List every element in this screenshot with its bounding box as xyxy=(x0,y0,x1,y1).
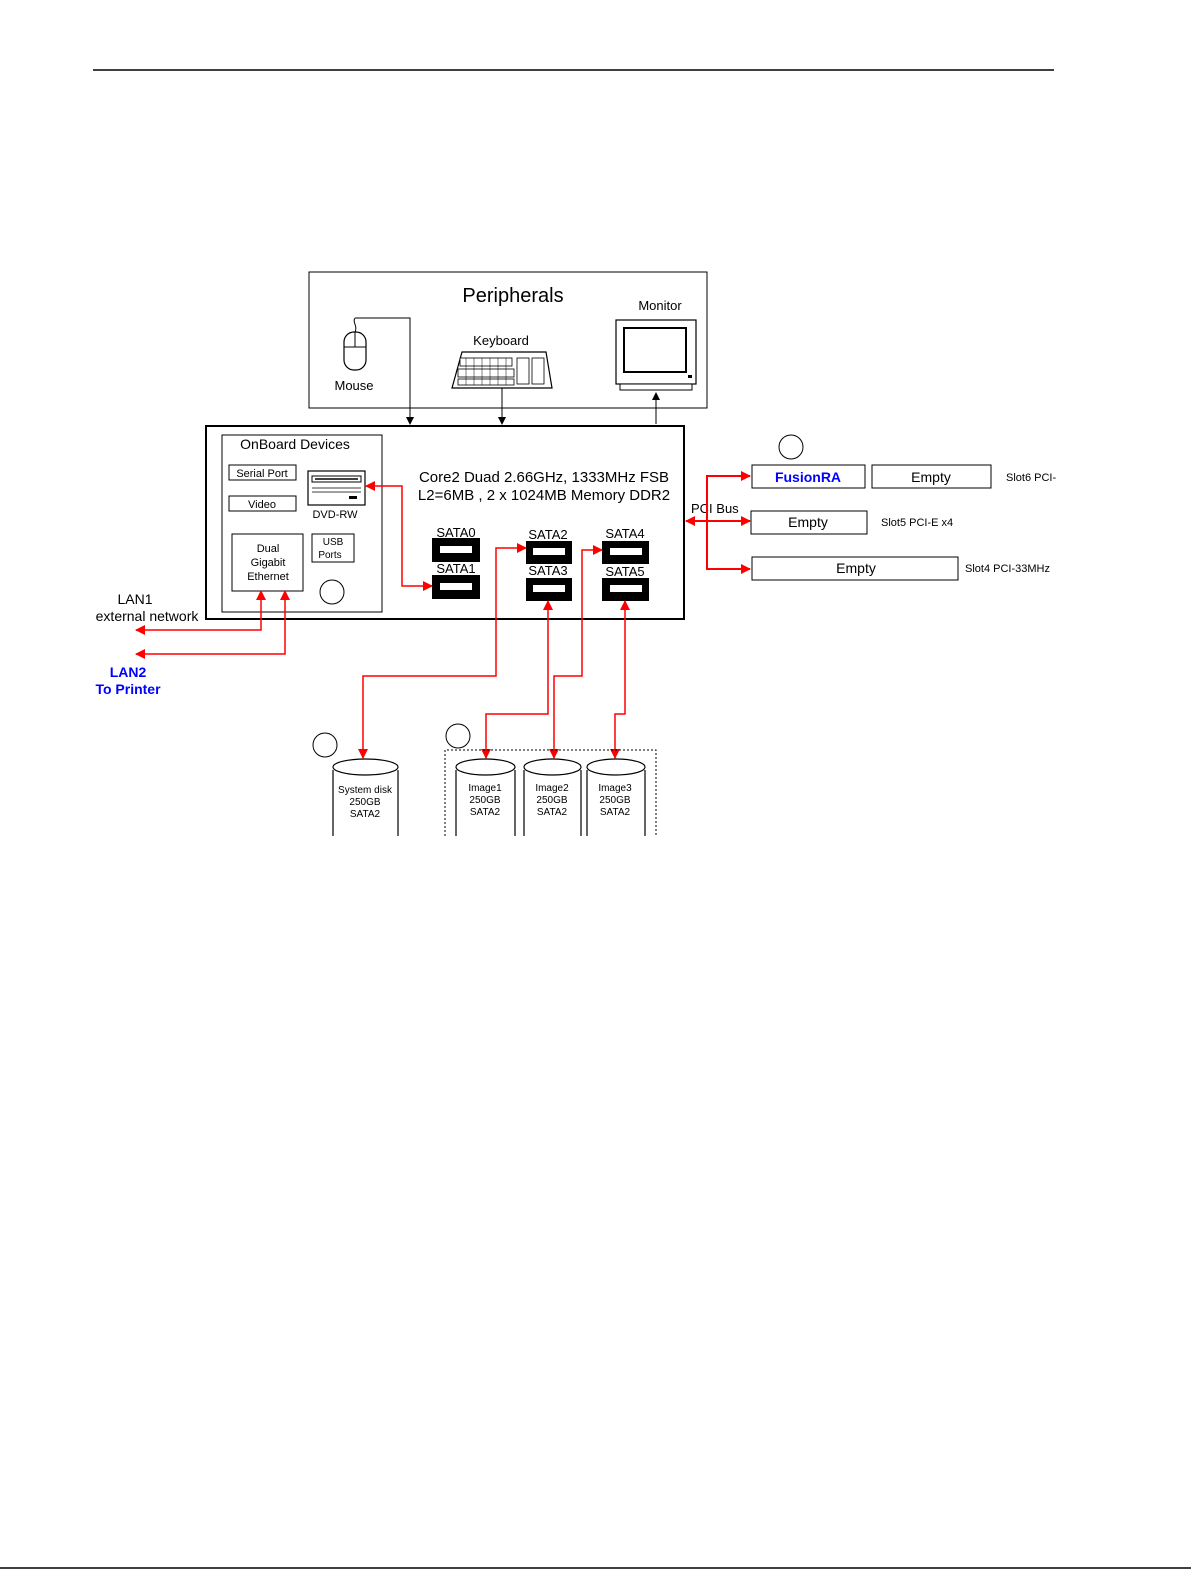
ethernet-label-3: Ethernet xyxy=(247,571,289,583)
onboard-title: OnBoard Devices xyxy=(240,436,350,452)
lan2-desc: To Printer xyxy=(95,681,161,697)
dvd-label: DVD-RW xyxy=(312,509,358,521)
slot4-card-box xyxy=(751,556,959,581)
lan1-desc: external network xyxy=(96,608,200,624)
disk-cylinder xyxy=(455,758,516,836)
slot6-label: Slot6 PCI- xyxy=(1006,472,1056,484)
sata0-port xyxy=(432,538,480,562)
dvd-drive-icon xyxy=(307,470,366,506)
pci-bus-connectors xyxy=(685,471,751,574)
slot4-card-label: Empty xyxy=(836,560,876,576)
cpu-spec-line1: Core2 Duad 2.66GHz, 1333MHz FSB xyxy=(419,469,669,486)
serial-port-label: Serial Port xyxy=(236,468,287,480)
serial-port-box xyxy=(228,464,297,481)
mouse-label: Mouse xyxy=(334,378,373,393)
lan2-label: LAN2 xyxy=(110,664,147,680)
lan1-label: LAN1 xyxy=(117,591,152,607)
peripherals-title: Peripherals xyxy=(462,285,563,307)
ethernet-box xyxy=(231,533,304,592)
disk-size: 250GB xyxy=(349,797,380,808)
mouse-icon xyxy=(343,317,367,371)
slot6-card-label: FusionRA xyxy=(775,469,841,485)
pci-bus-label: PCI Bus xyxy=(691,501,739,516)
image-disks-group xyxy=(444,749,657,836)
monitor-icon xyxy=(615,319,697,391)
disk-type: SATA2 xyxy=(537,807,568,818)
callout-circle-image-disks xyxy=(445,723,471,749)
slot6-empty-label: Empty xyxy=(911,469,951,485)
callout-circle-onboard xyxy=(319,579,345,605)
disk-size: 250GB xyxy=(536,795,567,806)
usb-label-1: USB xyxy=(323,537,344,548)
cpu-spec-line2: L2=6MB , 2 x 1024MB Memory DDR2 xyxy=(418,487,670,504)
sata3-label: SATA3 xyxy=(528,563,567,578)
disk-name: Image2 xyxy=(535,783,569,794)
disk-cylinder xyxy=(523,758,582,836)
sata5-port xyxy=(602,578,649,601)
sata5-label: SATA5 xyxy=(605,564,644,579)
slot6-empty-box xyxy=(871,464,992,489)
callout-circle-pci xyxy=(778,434,804,460)
slot5-card-box xyxy=(750,510,868,535)
sata2-label: SATA2 xyxy=(528,527,567,542)
slot4-label: Slot4 PCI-33MHz xyxy=(965,563,1050,575)
disk-type: SATA2 xyxy=(470,807,501,818)
disk-name: Image3 xyxy=(598,783,632,794)
sata-disk-connectors xyxy=(358,543,630,759)
sata0-label: SATA0 xyxy=(436,525,475,540)
video-box xyxy=(228,495,297,512)
sata2-port xyxy=(526,541,572,564)
lan2-connector xyxy=(135,590,290,659)
disk-name: Image1 xyxy=(468,783,502,794)
disk-name: System disk xyxy=(338,785,393,796)
slot5-card-label: Empty xyxy=(788,514,828,530)
disk-type: SATA2 xyxy=(600,807,631,818)
sata1-port xyxy=(432,575,480,599)
sata4-label: SATA4 xyxy=(605,526,644,541)
slot5-label: Slot5 PCI-E x4 xyxy=(881,517,953,529)
sata4-port xyxy=(602,541,649,564)
usb-box xyxy=(311,533,355,563)
sata1-label: SATA1 xyxy=(436,561,475,576)
ethernet-label-1: Dual xyxy=(257,543,280,555)
sata3-port xyxy=(526,578,572,601)
ethernet-label-2: Gigabit xyxy=(251,557,286,569)
keyboard-icon xyxy=(451,351,553,389)
disk-cylinder xyxy=(332,758,399,836)
usb-label-2: Ports xyxy=(318,550,341,561)
disk-size: 250GB xyxy=(469,795,500,806)
disk-size: 250GB xyxy=(599,795,630,806)
video-label: Video xyxy=(248,499,276,511)
disk-cylinder xyxy=(586,758,646,836)
monitor-label: Monitor xyxy=(638,298,682,313)
keyboard-label: Keyboard xyxy=(473,333,529,348)
disk-type: SATA2 xyxy=(350,809,381,820)
mouse-connector xyxy=(355,317,414,425)
slot6-card-box xyxy=(751,464,866,489)
callout-circle-system-disk xyxy=(312,732,338,758)
